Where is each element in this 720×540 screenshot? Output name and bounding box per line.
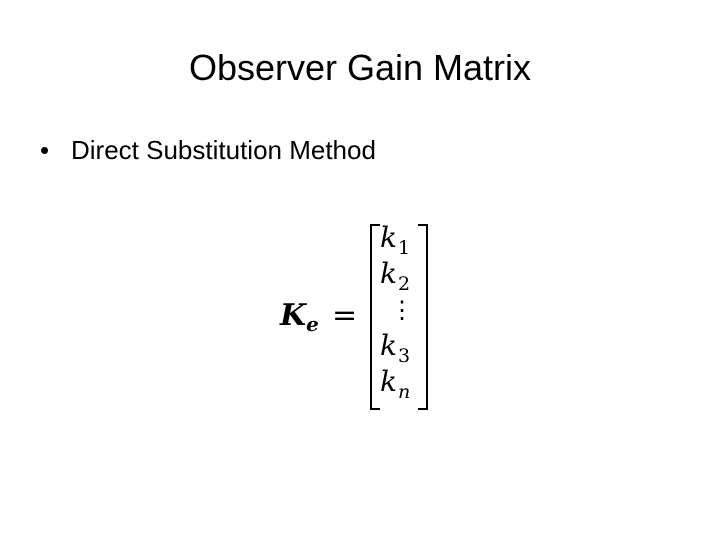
- bullet-marker: •: [40, 135, 50, 165]
- gain-vector: k1 k2 ⋮ k3 kn: [380, 220, 420, 403]
- bullet-list: • Direct Substitution Method: [40, 132, 376, 168]
- vertical-ellipsis: ⋮: [390, 296, 414, 324]
- right-bracket: [418, 224, 428, 410]
- lhs-subscript: e: [306, 312, 319, 336]
- observer-gain-equation: Ke = k1 k2 ⋮ k3 kn: [280, 218, 450, 414]
- equation-lhs: Ke: [280, 298, 319, 336]
- left-bracket: [370, 224, 380, 410]
- bullet-text: Direct Substitution Method: [71, 135, 376, 165]
- bullet-item: • Direct Substitution Method: [40, 132, 376, 168]
- vector-entry-vdots: ⋮: [380, 292, 420, 328]
- slide-title: Observer Gain Matrix: [188, 47, 532, 88]
- vector-entry-k1: k1: [380, 220, 420, 259]
- entry-symbol: k: [380, 221, 397, 254]
- entry-subscript: 1: [397, 237, 411, 259]
- entry-symbol: k: [380, 257, 397, 290]
- entry-symbol: k: [380, 365, 397, 398]
- entry-subscript: 3: [397, 345, 411, 367]
- entry-subscript: n: [397, 381, 411, 403]
- entry-subscript: 2: [397, 273, 411, 295]
- lhs-symbol: K: [280, 298, 307, 333]
- equals-sign: =: [332, 298, 358, 333]
- entry-symbol: k: [380, 329, 397, 362]
- vector-entry-kn: kn: [380, 364, 420, 403]
- vector-entry-k2: k2: [380, 256, 420, 295]
- vector-entry-k3: k3: [380, 328, 420, 367]
